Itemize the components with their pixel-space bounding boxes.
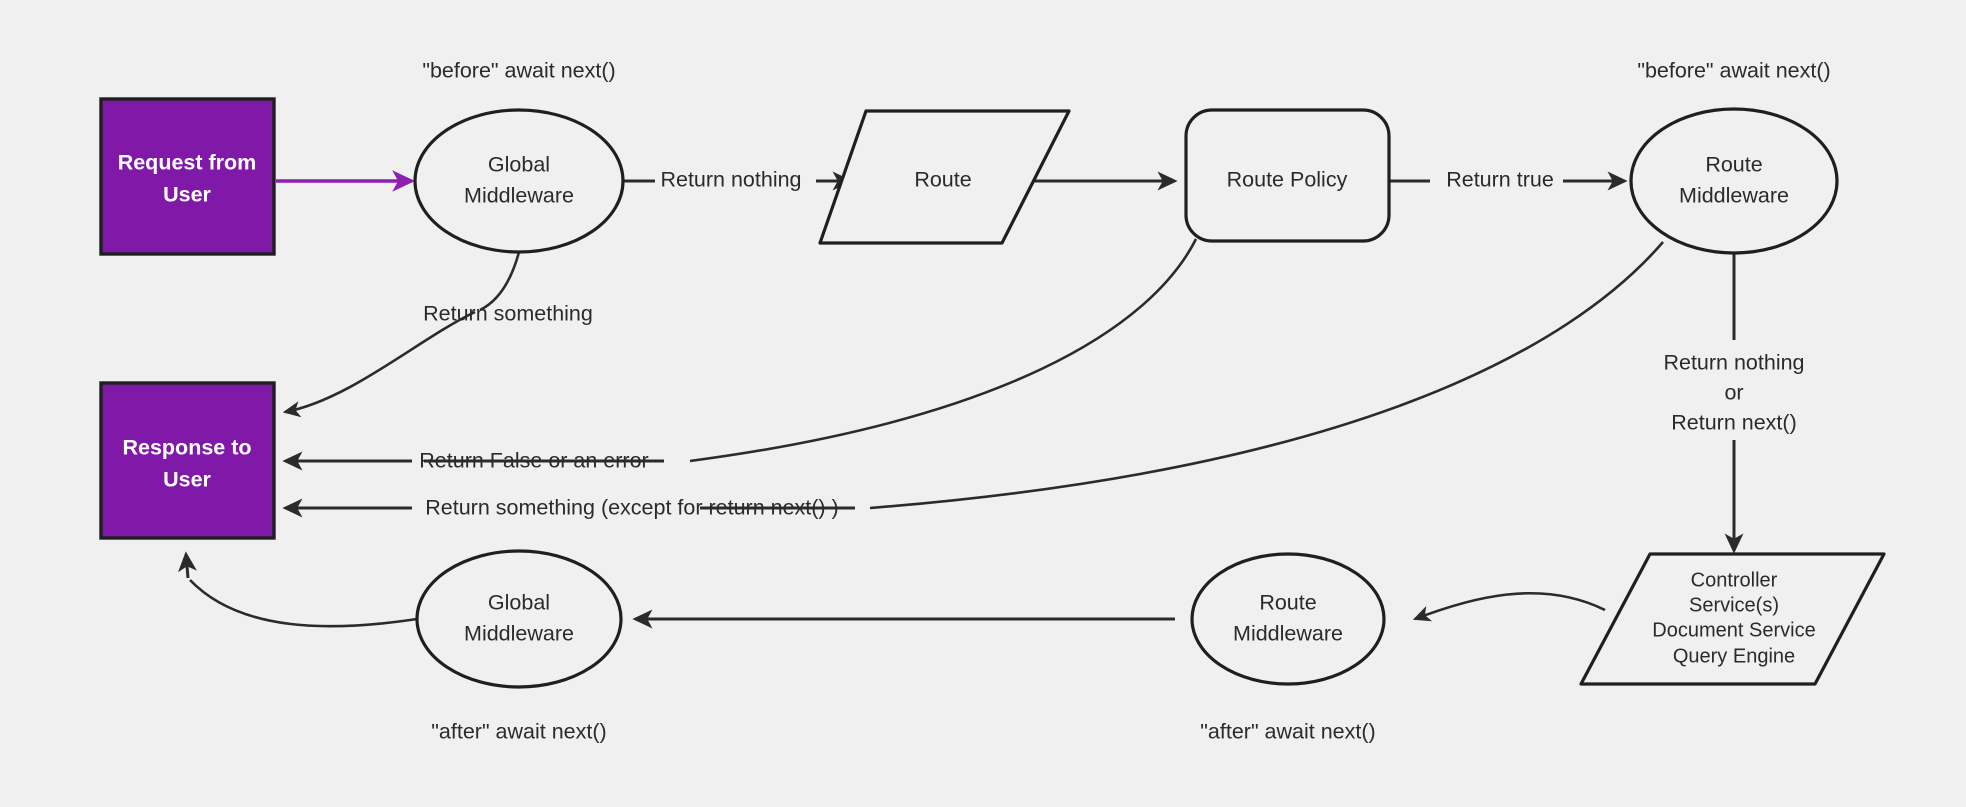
edge-global-mw-bottom-to-response-arrow [178,551,197,579]
response-box-label-line2: User [163,468,211,492]
edge-label-return-something-except-next: Return something (except for return next… [425,496,838,520]
node-route-policy[interactable]: Route Policy [1184,108,1391,243]
node-controller-services[interactable]: Controller Service(s) Document Service Q… [1579,552,1886,686]
request-box-label-line2: User [163,183,211,207]
node-global-middleware-top[interactable]: Global Middleware [413,108,625,254]
route-mw-bottom-ellipse [1190,552,1386,686]
edge-label-return-true: Return true [1446,168,1554,192]
route-mw-bottom-label-line2: Middleware [1233,622,1343,646]
controller-label-line4: Query Engine [1673,645,1795,667]
node-request-from-user[interactable]: Request from User [99,97,276,256]
edge-label-return-something-top: Return something [423,302,593,326]
request-box-rect [99,97,276,256]
annotation-after-await-next-route: "after" await next() [1200,720,1375,744]
edge-label-return-nothing-or-next-line1: Return nothing [1663,351,1804,375]
edge-route-mw-to-response-curve [869,241,1664,510]
node-response-to-user[interactable]: Response to User [99,381,276,540]
route-mw-bottom-label-line1: Route [1259,591,1316,615]
route-mw-top-label-line1: Route [1705,153,1762,177]
response-box-rect [99,381,276,540]
route-policy-label: Route Policy [1227,168,1348,192]
global-mw-top-ellipse [413,108,625,254]
annotation-before-await-next-global: "before" await next() [422,59,615,83]
route-parallelogram [818,109,1071,245]
controller-label-line2: Service(s) [1689,594,1779,616]
route-mw-top-label-line2: Middleware [1679,184,1789,208]
annotation-before-await-next-route: "before" await next() [1637,59,1830,83]
global-mw-bottom-label-line1: Global [488,591,550,615]
edge-label-return-nothing-or-next-line3: Return next() [1671,411,1796,435]
controller-label-line1: Controller [1691,569,1778,591]
global-mw-top-label-line2: Middleware [464,184,574,208]
edge-label-return-false-or-error: Return False or an error [419,449,648,473]
edge-route-policy-to-response-curve [689,238,1198,463]
node-route[interactable]: Route [818,109,1071,245]
edge-global-mw-to-response-lower [282,310,476,418]
edge-label-return-nothing: Return nothing [660,168,801,192]
response-box-label-line1: Response to [122,436,251,460]
controller-parallelogram [1579,552,1886,686]
edge-label-return-nothing-or-next-line2: or [1724,381,1743,405]
edge-global-mw-bottom-to-response-curve [189,579,418,628]
edge-controller-to-route-mw-bottom [1412,591,1606,622]
global-mw-top-label-line1: Global [488,153,550,177]
controller-label-line3: Document Service [1652,619,1815,641]
route-mw-top-ellipse [1629,107,1839,255]
node-global-middleware-bottom[interactable]: Global Middleware [415,549,623,689]
node-route-middleware-bottom[interactable]: Route Middleware [1190,552,1386,686]
route-label: Route [914,168,971,192]
annotation-after-await-next-global: "after" await next() [431,720,606,744]
node-route-middleware-top[interactable]: Route Middleware [1629,107,1839,255]
route-policy-rect [1184,108,1391,243]
global-mw-bottom-ellipse [415,549,623,689]
request-box-label-line1: Request from [118,151,257,175]
edge-global-mw-to-response-upper [479,251,521,312]
global-mw-bottom-label-line2: Middleware [464,622,574,646]
